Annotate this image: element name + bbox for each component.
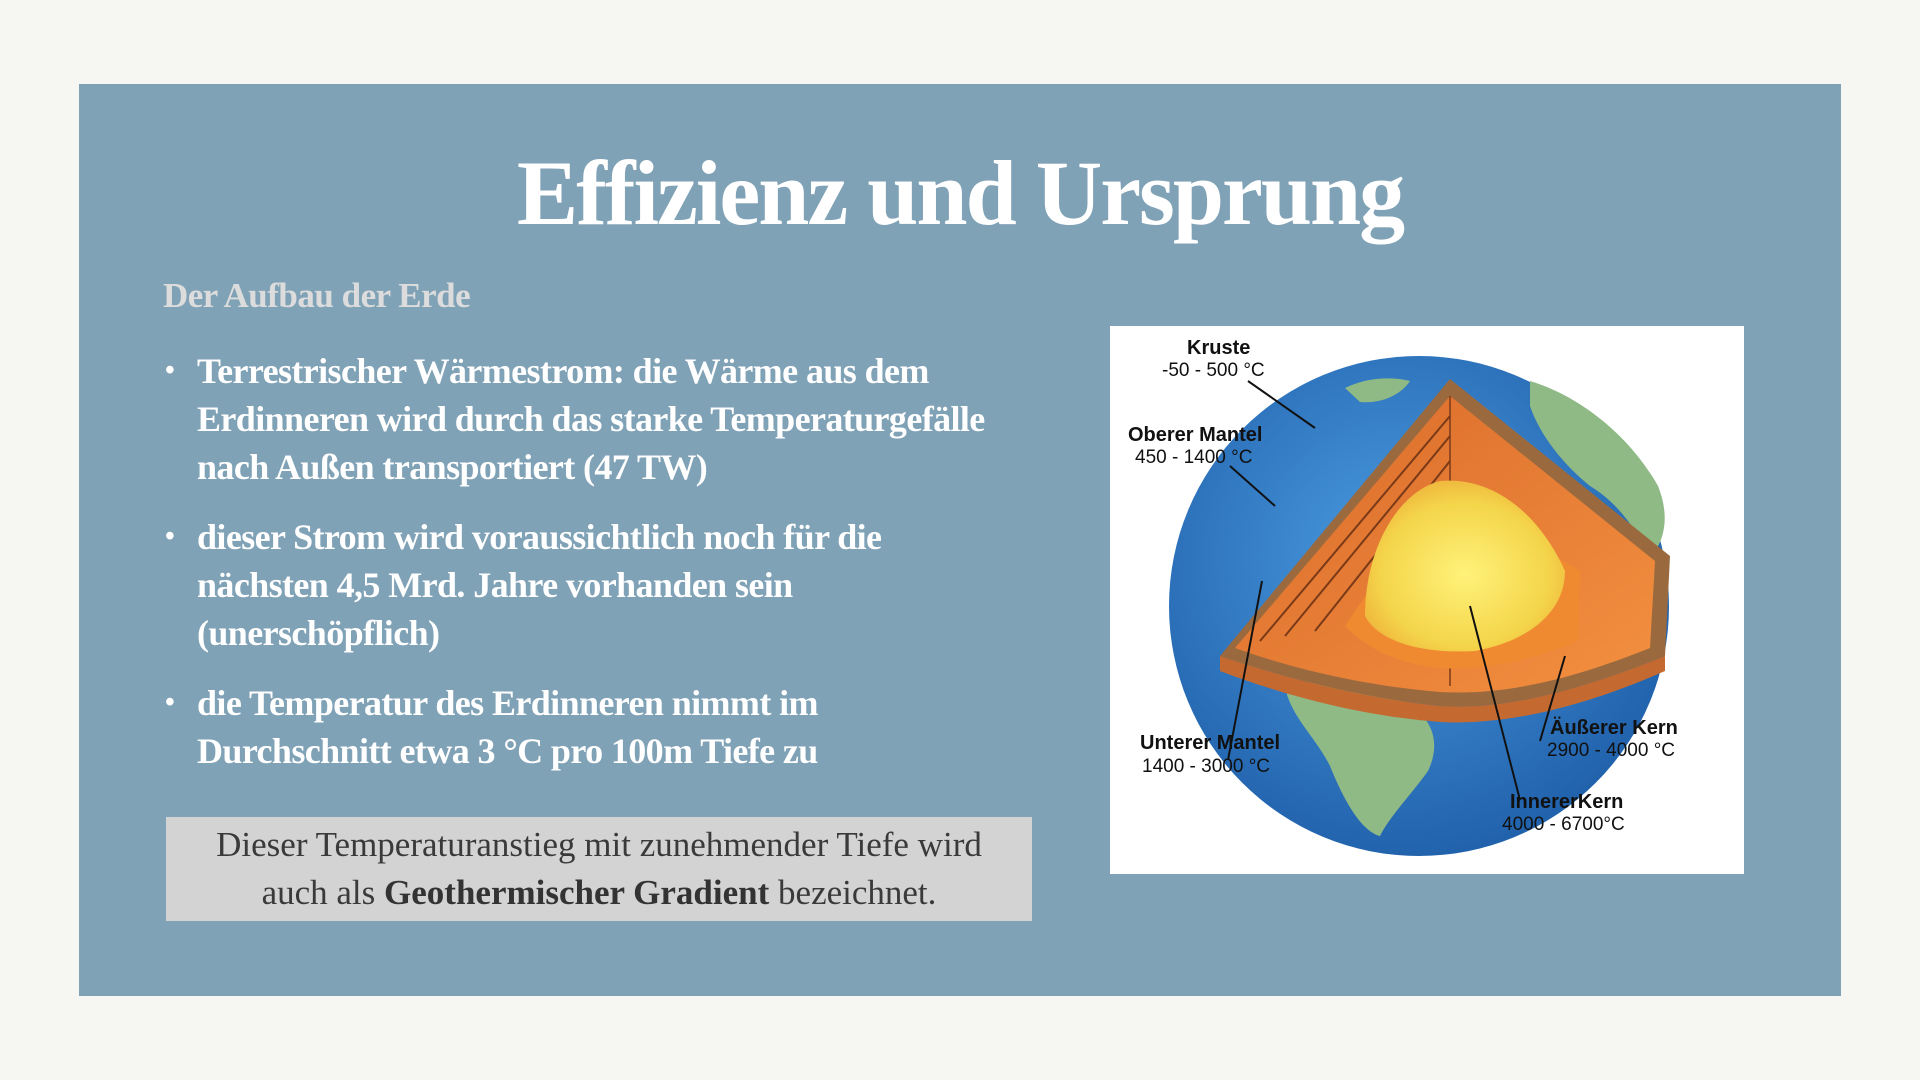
leader-line — [1539, 655, 1566, 742]
continent-shape — [1530, 381, 1665, 558]
layer-temp-innerer-kern: 4000 - 6700°C — [1502, 814, 1625, 835]
crust-rim — [1220, 656, 1665, 723]
leader-line — [1247, 380, 1316, 429]
mantle-line — [1284, 435, 1451, 637]
bullet-line: nächsten 4,5 Mrd. Jahre vorhanden sein — [197, 565, 793, 605]
note-highlight: Geothermischer Gradient — [384, 873, 770, 912]
slide: Effizienz und Ursprung Der Aufbau der Er… — [79, 84, 1841, 996]
bullet-line: Terrestrischer Wärmestrom: die Wärme aus… — [197, 351, 929, 391]
layer-label-kruste: Kruste — [1187, 337, 1250, 359]
slide-title: Effizienz und Ursprung — [516, 142, 1405, 244]
note-line: Dieser Temperaturanstieg mit zunehmender… — [216, 825, 982, 864]
bullet-item: • dieser Strom wird voraussichtlich noch… — [163, 513, 1043, 657]
layer-temp-oberer-mantel: 450 - 1400 °C — [1135, 447, 1252, 468]
note-line: auch als Geothermischer Gradient bezeich… — [166, 869, 1032, 917]
continent-shape — [1285, 682, 1435, 836]
bullet-dot-icon: • — [165, 687, 175, 718]
bullet-list: • Terrestrischer Wärmestrom: die Wärme a… — [163, 347, 1043, 797]
bullet-line: Durchschnitt etwa 3 °C pro 100m Tiefe zu — [197, 731, 818, 771]
bullet-item: • Terrestrischer Wärmestrom: die Wärme a… — [163, 347, 1043, 491]
layer-temp-unterer-mantel: 1400 - 3000 °C — [1142, 756, 1270, 777]
bullet-line: Erdinneren wird durch das starke Tempera… — [197, 399, 985, 439]
earth-cross-section-svg: Kruste -50 - 500 °C Oberer Mantel 450 - … — [1128, 337, 1678, 856]
note-text: bezeichnet. — [769, 873, 937, 912]
slide-subtitle: Der Aufbau der Erde — [163, 276, 471, 315]
bullet-line: dieser Strom wird voraussichtlich noch f… — [197, 517, 882, 557]
layer-temp-aeusserer-kern: 2900 - 4000 °C — [1547, 740, 1675, 761]
note-box: Dieser Temperaturanstieg mit zunehmender… — [166, 817, 1032, 921]
layer-label-unterer-mantel: Unterer Mantel — [1140, 732, 1280, 754]
bullet-line: nach Außen transportiert (47 TW) — [197, 447, 708, 487]
leader-line — [1229, 465, 1276, 507]
bullet-line: (unerschöpflich) — [197, 613, 440, 653]
bullet-item: • die Temperatur des Erdinneren nimmt im… — [163, 679, 1043, 775]
layer-label-aeusserer-kern: Äußerer Kern — [1550, 716, 1678, 739]
leader-line — [1469, 605, 1521, 801]
earth-diagram: Kruste -50 - 500 °C Oberer Mantel 450 - … — [1110, 326, 1744, 874]
mantle-line — [1259, 415, 1451, 642]
continent-shape — [1345, 378, 1410, 403]
layer-label-oberer-mantel: Oberer Mantel — [1128, 424, 1262, 446]
leader-line — [1227, 580, 1263, 761]
inner-core-layer — [1365, 480, 1565, 652]
note-text: auch als — [261, 873, 385, 912]
layer-label-innerer-kern: InnererKern — [1510, 791, 1623, 813]
bullet-dot-icon: • — [165, 355, 175, 386]
layer-temp-kruste: -50 - 500 °C — [1162, 360, 1265, 381]
bullet-dot-icon: • — [165, 521, 175, 552]
bullet-line: die Temperatur des Erdinneren nimmt im — [197, 683, 819, 723]
